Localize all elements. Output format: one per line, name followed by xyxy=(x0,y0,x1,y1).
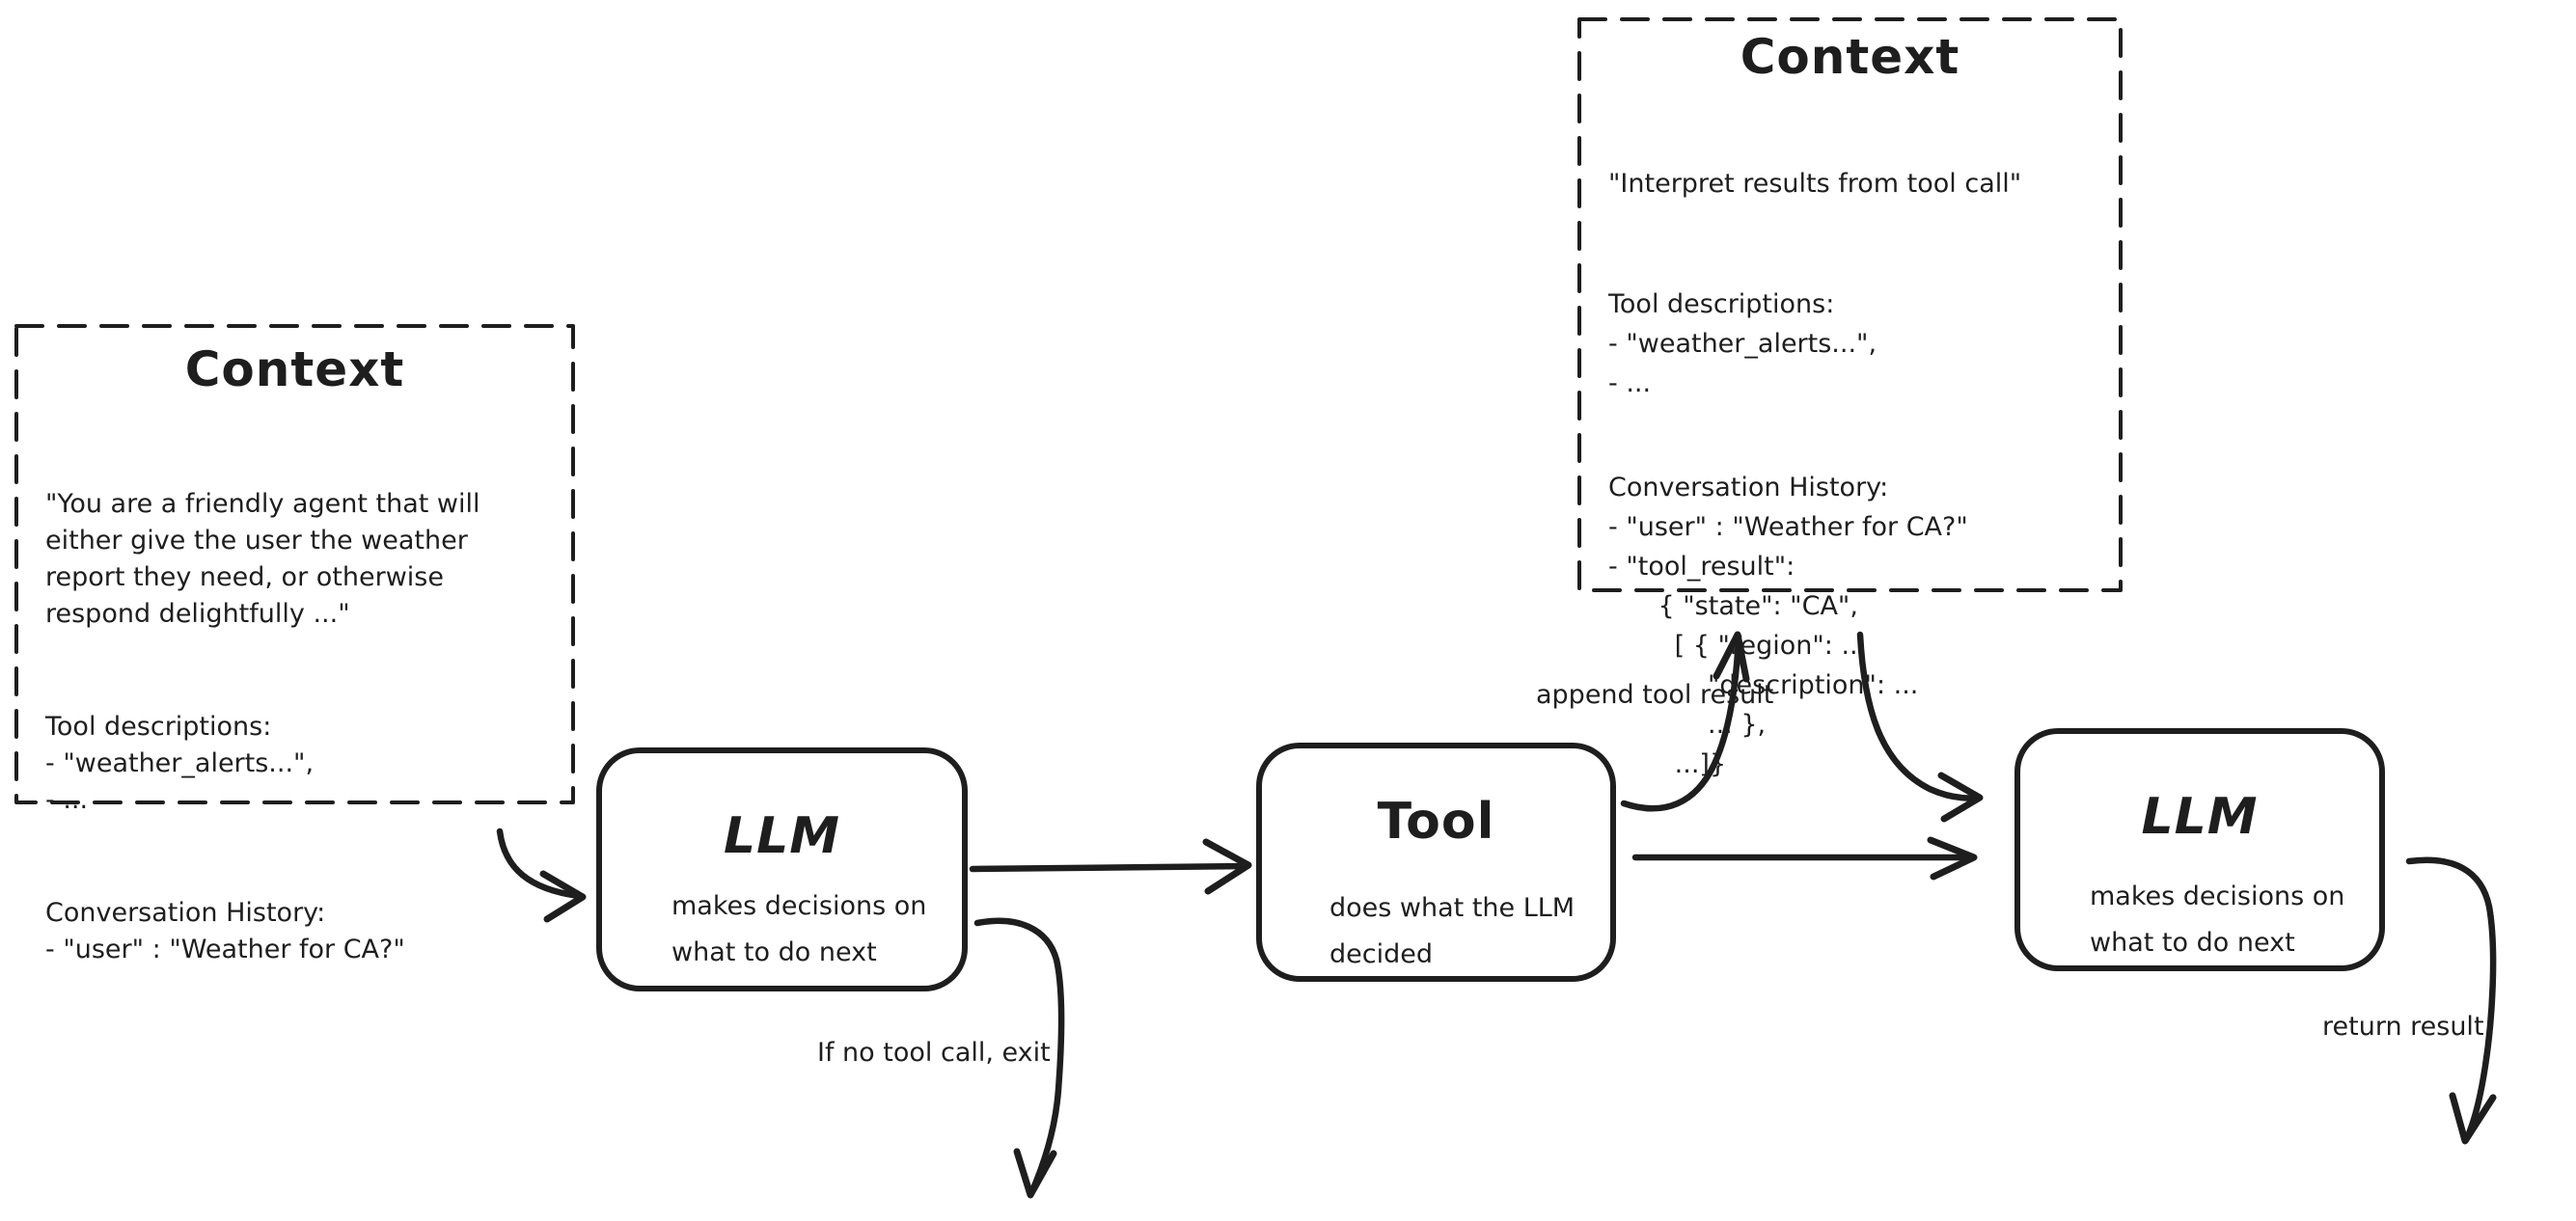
edge-label-append-tool-result: append tool result xyxy=(1536,680,1774,710)
arrow-context-left-to-llm1 xyxy=(496,828,587,923)
context-left-body: "You are a friendly agent that will eith… xyxy=(45,426,550,1045)
context-top-tool-descriptions: Tool descriptions: - "weather_alerts..."… xyxy=(1608,289,1877,398)
edge-label-return-result: return result xyxy=(2322,1012,2484,1042)
arrow-context-top-to-llm2 xyxy=(1856,631,1984,823)
context-left-box: Context "You are a friendly agent that w… xyxy=(16,326,573,964)
context-left-system-prompt: "You are a friendly agent that will eith… xyxy=(45,489,480,629)
arrow-llm1-to-tool xyxy=(969,838,1252,895)
node-llm-1-description: makes decisions on what to do next xyxy=(671,891,927,967)
context-left-title: Context xyxy=(184,341,405,397)
edge-label-if-no-tool-call: If no tool call, exit xyxy=(817,1038,1051,1068)
context-top-body: "Interpret results from tool call" Tool … xyxy=(1608,104,2101,844)
context-top-title: Context xyxy=(1740,29,1960,85)
node-llm-2-description: makes decisions on what to do next xyxy=(2090,882,2345,958)
node-llm-2-title: LLM xyxy=(2141,788,2259,846)
node-llm-2: LLM makes decisions on what to do next xyxy=(2014,728,2385,971)
arrow-tool-to-llm2 xyxy=(1631,836,1978,881)
arrow-llm2-return xyxy=(2405,856,2497,1145)
node-tool-description: does what the LLM decided xyxy=(1329,893,1576,969)
context-left-tool-descriptions: Tool descriptions: - "weather_alerts..."… xyxy=(45,712,315,815)
node-tool: Tool does what the LLM decided xyxy=(1256,743,1616,982)
context-top-instruction: "Interpret results from tool call" xyxy=(1608,169,2022,199)
context-left-border xyxy=(14,324,575,804)
node-llm-1-title: LLM xyxy=(723,807,840,865)
context-top-box: Context "Interpret results from tool cal… xyxy=(1579,19,2121,779)
context-top-border xyxy=(1577,17,2123,592)
node-llm-1: LLM makes decisions on what to do next xyxy=(596,747,968,991)
context-left-conversation-history: Conversation History: - "user" : "Weathe… xyxy=(45,898,405,964)
node-tool-title: Tool xyxy=(1377,793,1495,851)
arrow-llm1-exit xyxy=(973,917,1065,1199)
arrow-tool-to-context-top xyxy=(1620,631,1750,812)
context-top-conversation-history: Conversation History: - "user" : "Weathe… xyxy=(1608,473,1968,779)
